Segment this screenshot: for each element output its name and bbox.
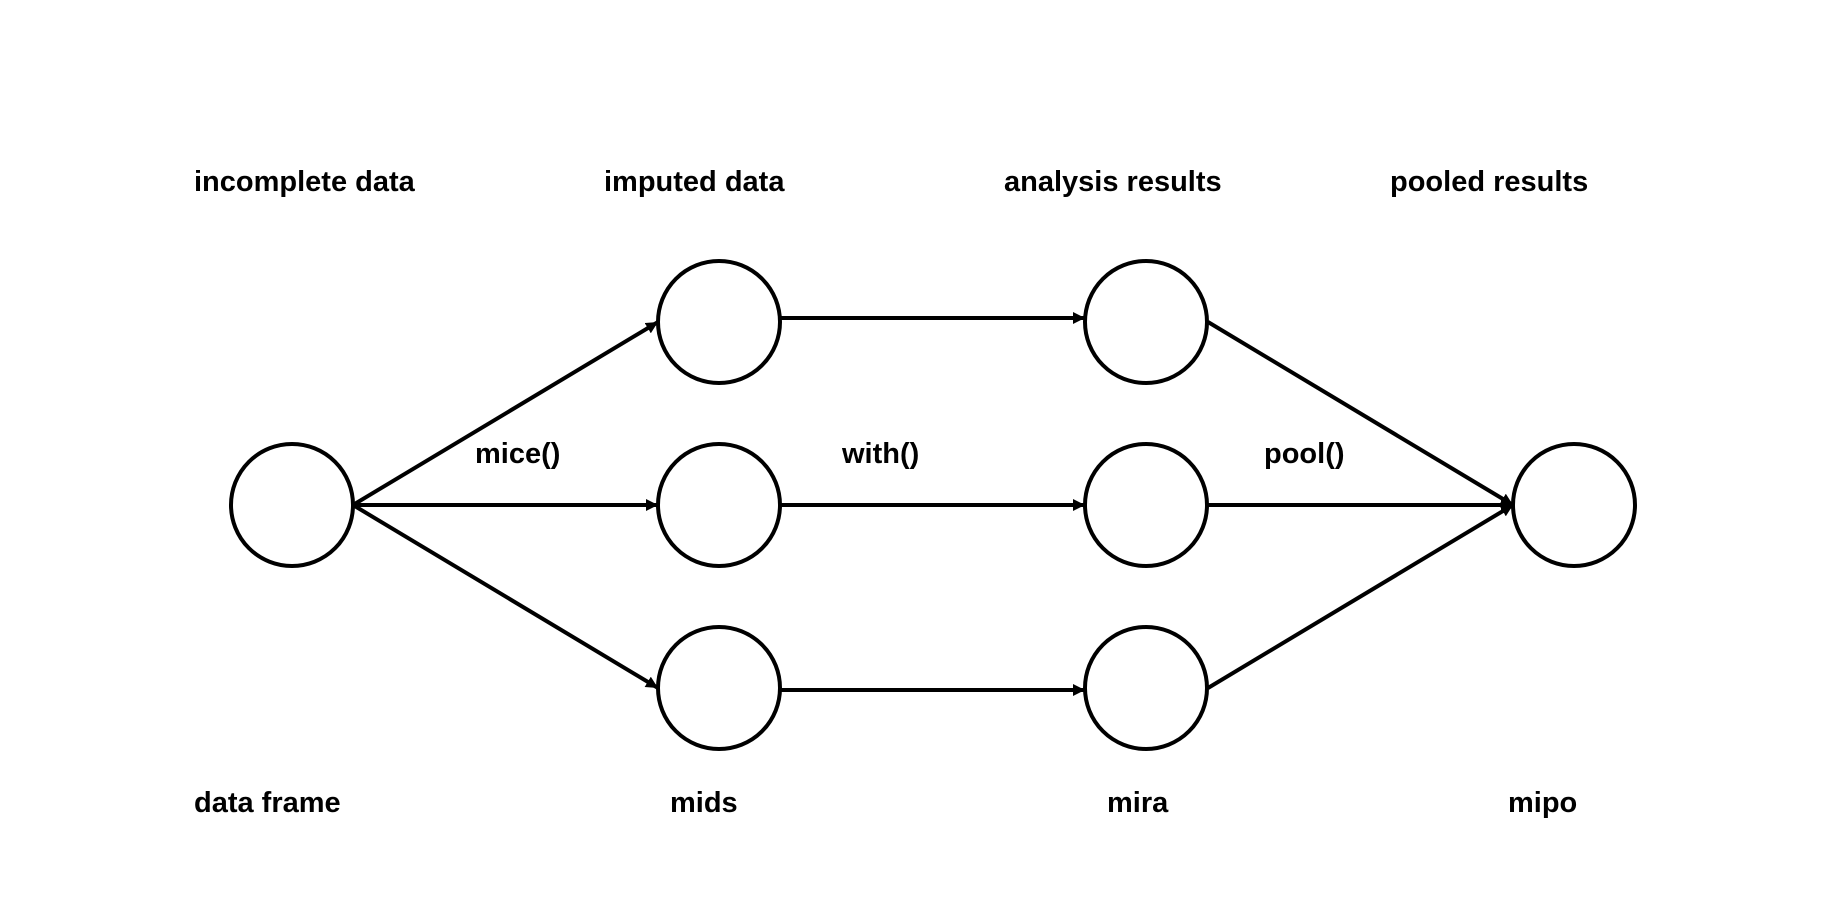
node-analysis-3 bbox=[1083, 625, 1209, 751]
node-analysis-2 bbox=[1083, 442, 1209, 568]
node-imputed-3 bbox=[656, 625, 782, 751]
header-analysis-results: analysis results bbox=[1004, 166, 1222, 198]
arrow-pool-top bbox=[1206, 320, 1515, 507]
function-label-mice: mice() bbox=[475, 438, 560, 470]
class-label-data-frame: data frame bbox=[194, 787, 341, 819]
function-label-with: with() bbox=[841, 438, 919, 470]
arrow-mice-top bbox=[351, 320, 660, 507]
node-analysis-1 bbox=[1083, 259, 1209, 385]
function-label-pool: pool() bbox=[1264, 438, 1345, 470]
header-incomplete-data: incomplete data bbox=[194, 166, 416, 198]
node-imputed-1 bbox=[656, 259, 782, 385]
node-imputed-2 bbox=[656, 442, 782, 568]
arrow-pool-bottom bbox=[1206, 503, 1515, 690]
class-label-mira: mira bbox=[1107, 787, 1169, 819]
node-incomplete-data bbox=[229, 442, 355, 568]
header-pooled-results: pooled results bbox=[1390, 166, 1588, 198]
class-label-mipo: mipo bbox=[1508, 787, 1577, 819]
arrow-mice-bottom bbox=[351, 503, 660, 690]
header-imputed-data: imputed data bbox=[604, 166, 785, 198]
class-label-mids: mids bbox=[670, 787, 738, 819]
node-pooled-results bbox=[1511, 442, 1637, 568]
